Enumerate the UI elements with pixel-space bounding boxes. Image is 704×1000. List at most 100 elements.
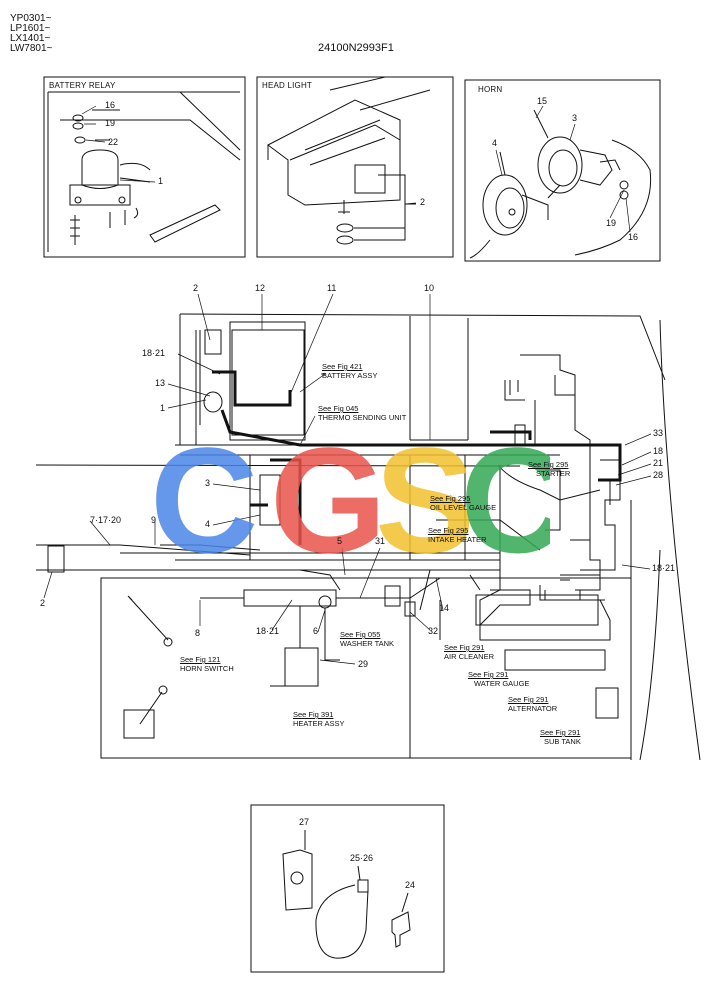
callout-3: 3	[572, 113, 578, 123]
ref-water-gauge: See Fig 291 WATER GAUGE	[468, 670, 529, 688]
band-buckle-shape	[357, 879, 369, 893]
battery-box	[231, 329, 305, 436]
ref-oil-level-fig: See Fig 295	[430, 494, 471, 503]
callout-28: 28	[653, 470, 664, 480]
leader-lines	[43, 105, 652, 665]
horn-pair-shape	[259, 474, 281, 526]
ref-intake-heater: See Fig 295 INTAKE HEATER	[428, 526, 486, 544]
connector-block-shape	[514, 424, 526, 446]
callout-24: 24	[405, 880, 416, 890]
ref-starter: See Fig 295 STARTER	[528, 460, 570, 478]
callout-25-26: 25·26	[350, 853, 374, 863]
callout-4: 4	[205, 519, 211, 529]
horn-panel	[464, 79, 661, 262]
ref-horn-switch-fig: See Fig 121	[180, 655, 221, 664]
serial-1: YP0301~	[10, 13, 52, 24]
ref-water-gauge-fig: See Fig 291	[468, 670, 509, 679]
callout-16: 16	[628, 232, 639, 242]
ref-starter-fig: See Fig 295	[528, 460, 569, 469]
oil-pan-shape	[504, 649, 606, 671]
wire-branches	[36, 380, 616, 687]
ref-heater-assy-name: HEATER ASSY	[293, 719, 345, 728]
clip-27-hole	[290, 871, 304, 885]
horn-drawing	[469, 109, 652, 259]
washer-tank-shape	[384, 585, 401, 607]
alternator-shape	[475, 594, 599, 626]
horn-title: HORN	[478, 85, 503, 94]
callout-29: 29	[358, 659, 369, 669]
ref-air-cleaner-name: AIR CLEANER	[444, 652, 495, 661]
head-light-drawing	[267, 76, 431, 245]
ref-alternator: See Fig 291 ALTERNATOR	[508, 695, 557, 713]
ref-sub-tank-name: SUB TANK	[544, 737, 581, 746]
sub-tank-shape	[595, 687, 619, 719]
horn-switch-stick	[139, 691, 163, 725]
ref-thermo: See Fig 045 THERMO SENDING UNIT	[318, 404, 406, 422]
callout-18: 18	[653, 446, 664, 456]
head-light-left-shape	[47, 545, 65, 573]
ref-intake-heater-name: INTAKE HEATER	[428, 535, 487, 544]
frame-outline	[35, 313, 701, 761]
ref-washer-tank-fig: See Fig 055	[340, 630, 381, 639]
serial-2: LP1601~	[10, 23, 51, 34]
serial-3: LX1401~	[10, 33, 51, 44]
horn-switch-lever	[127, 595, 169, 641]
ref-air-cleaner-fig: See Fig 291	[444, 643, 485, 652]
callout-31: 31	[375, 536, 386, 546]
callout-33: 33	[653, 428, 664, 438]
ref-battery-assy-name: BATTERY ASSY	[322, 371, 378, 380]
horn-switch-box	[123, 709, 155, 739]
ref-horn-switch: See Fig 121 HORN SWITCH	[180, 655, 234, 673]
battery-relay-drawing	[47, 91, 241, 252]
callout-15: 15	[537, 96, 548, 106]
callout-8: 8	[195, 628, 201, 638]
callout-18-21: 18·21	[142, 348, 166, 358]
engine-block	[479, 354, 621, 641]
connector-32-shape	[404, 601, 416, 617]
callout-1: 1	[160, 403, 166, 413]
callout-5: 5	[337, 536, 343, 546]
ref-battery-assy-fig: See Fig 421	[322, 362, 363, 371]
horn-switch-knob	[163, 637, 173, 647]
head-light-shape	[204, 329, 222, 355]
heater-assy-shape	[284, 647, 319, 687]
bracket-24-shape	[391, 911, 411, 948]
callout-2: 2	[193, 283, 199, 293]
callout-1: 1	[158, 176, 164, 186]
bottom-panel-frame	[250, 804, 445, 973]
callout-11: 11	[327, 283, 337, 293]
ref-starter-name: STARTER	[536, 469, 571, 478]
horn-switch-stick-knob	[158, 685, 168, 695]
callout-10: 10	[424, 283, 435, 293]
bottom-panel-drawing	[250, 804, 445, 973]
ref-alternator-fig: See Fig 291	[508, 695, 549, 704]
callout-21: 21	[653, 458, 664, 468]
callout-19: 19	[105, 118, 116, 128]
ref-oil-level: See Fig 295 OIL LEVEL GAUGE	[430, 494, 496, 512]
battery-relay-shape	[203, 391, 223, 413]
callout-3: 3	[205, 478, 211, 488]
ref-alternator-name: ALTERNATOR	[508, 704, 558, 713]
ref-oil-level-name: OIL LEVEL GAUGE	[430, 503, 497, 512]
callout-18-21: 18·21	[652, 563, 676, 573]
head-light-panel	[256, 76, 454, 258]
callout-6: 6	[313, 626, 319, 636]
washer-bracket	[243, 589, 337, 607]
ref-thermo-fig: See Fig 045	[318, 404, 359, 413]
clip-27-shape	[282, 849, 313, 911]
ref-heater-assy: See Fig 391 HEATER ASSY	[293, 710, 345, 728]
ref-water-gauge-name: WATER GAUGE	[474, 679, 530, 688]
callout-32: 32	[428, 626, 439, 636]
callout-27: 27	[299, 817, 310, 827]
callout-4: 4	[492, 138, 498, 148]
serial-4: LW7801~	[10, 43, 53, 54]
battery-relay-panel	[43, 76, 246, 258]
callout-2: 2	[40, 598, 46, 608]
ref-washer-tank-name: WASHER TANK	[340, 639, 395, 648]
callout-19: 19	[606, 218, 617, 228]
ref-air-cleaner: See Fig 291 AIR CLEANER	[444, 643, 494, 661]
callout-14: 14	[439, 603, 450, 613]
callout-22: 22	[108, 137, 119, 147]
callout-12: 12	[255, 283, 266, 293]
callout-18-21: 18·21	[256, 626, 280, 636]
